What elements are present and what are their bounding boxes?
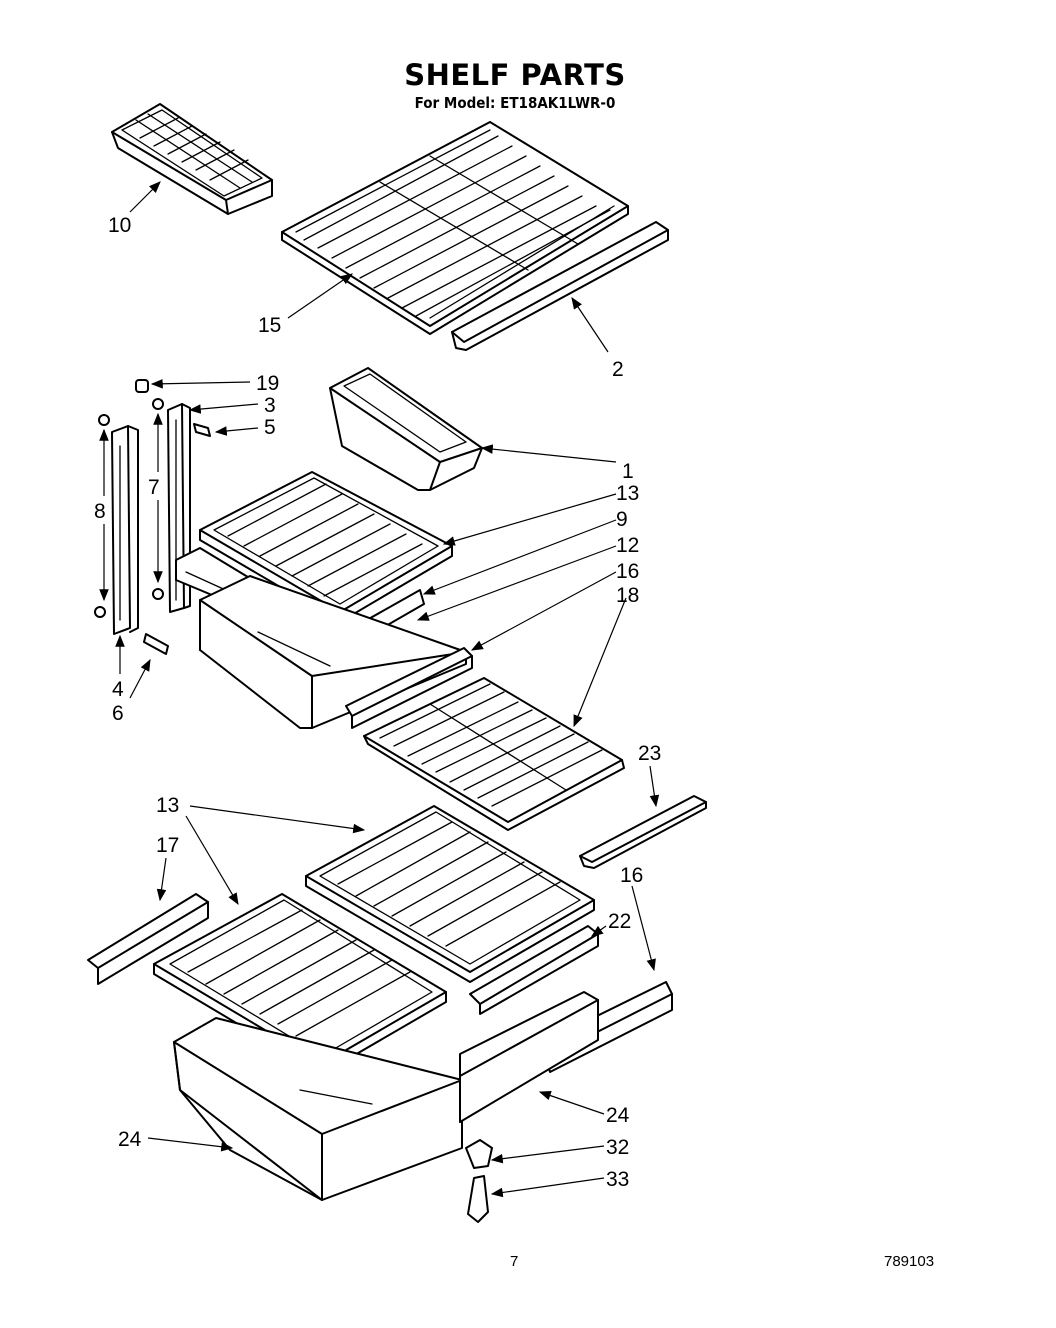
pin-part-33 bbox=[467, 1175, 489, 1223]
callout-24-right: 24 bbox=[606, 1104, 630, 1127]
callout-10: 10 bbox=[108, 214, 131, 237]
document-number: 789103 bbox=[884, 1253, 935, 1270]
callout-22: 22 bbox=[608, 910, 631, 933]
bin-part-1 bbox=[329, 367, 483, 491]
freezer-trim-part-2 bbox=[451, 221, 669, 351]
crisper-drawer-left-part-24 bbox=[173, 1017, 463, 1201]
callout-17: 17 bbox=[156, 834, 179, 857]
ladder-left-parts-8-4 bbox=[94, 414, 139, 635]
page-number: 7 bbox=[510, 1253, 519, 1270]
callout-12: 12 bbox=[616, 534, 639, 557]
upper-glass-shelf-part-13 bbox=[199, 471, 453, 623]
fasteners-parts-19-5-6 bbox=[135, 379, 211, 655]
model-subtitle: For Model: ET18AK1LWR-0 bbox=[414, 94, 616, 112]
callout-24-left: 24 bbox=[118, 1128, 142, 1151]
wire-shelf-part-18 bbox=[363, 677, 625, 831]
callout-3: 3 bbox=[264, 394, 276, 417]
callout-13-lower: 13 bbox=[156, 794, 179, 817]
callout-13-upper: 13 bbox=[616, 482, 639, 505]
callout-1: 1 bbox=[622, 460, 634, 483]
bracket-part-32 bbox=[465, 1139, 493, 1169]
callout-5: 5 bbox=[264, 416, 276, 439]
freezer-shelf-part-15 bbox=[281, 121, 629, 335]
callout-16-upper: 16 bbox=[616, 560, 639, 583]
callout-23: 23 bbox=[638, 742, 661, 765]
callout-2: 2 bbox=[612, 358, 624, 381]
page-title: SHELF PARTS bbox=[404, 58, 626, 92]
callout-19: 19 bbox=[256, 372, 279, 395]
leader-lines bbox=[99, 181, 660, 1198]
callout-4: 4 bbox=[112, 678, 124, 701]
callout-32: 32 bbox=[606, 1136, 629, 1159]
shelf-trim-part-16-upper bbox=[345, 647, 473, 729]
callout-18: 18 bbox=[616, 584, 639, 607]
ice-tray-part-10 bbox=[111, 103, 273, 215]
trim-part-23 bbox=[579, 795, 707, 869]
callout-33: 33 bbox=[606, 1168, 629, 1191]
callout-9: 9 bbox=[616, 508, 628, 531]
trim-part-17 bbox=[87, 893, 209, 985]
callout-numbers: 10 15 2 19 3 5 8 7 1 13 9 12 16 18 4 6 2… bbox=[94, 214, 661, 1191]
callout-8: 8 bbox=[94, 500, 106, 523]
callout-15: 15 bbox=[258, 314, 281, 337]
crisper-drawer-right-part-24 bbox=[459, 991, 599, 1123]
callout-7: 7 bbox=[148, 476, 160, 499]
lower-glass-shelf-right-part-13 bbox=[305, 805, 595, 983]
callout-16-lower: 16 bbox=[620, 864, 643, 887]
callout-6: 6 bbox=[112, 702, 124, 725]
